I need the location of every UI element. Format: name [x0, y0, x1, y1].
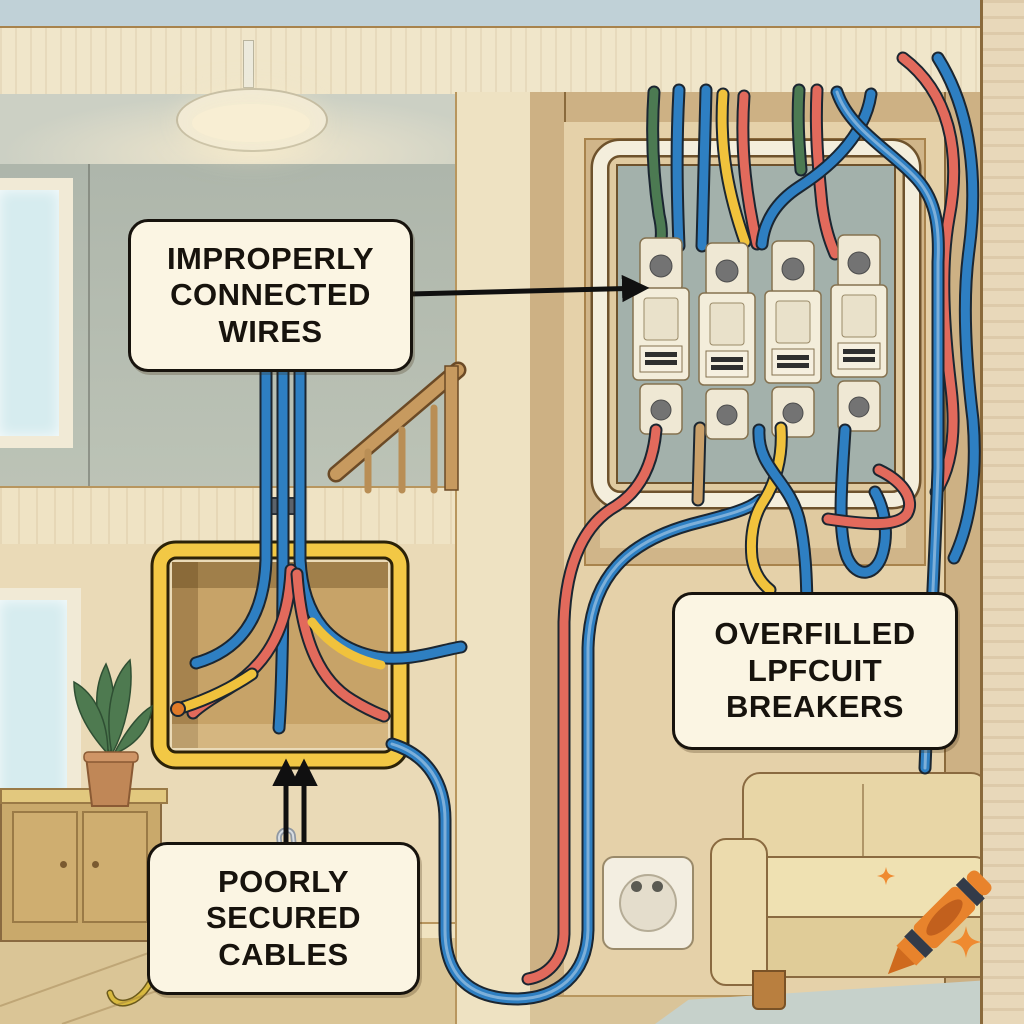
sideboard-door	[82, 811, 148, 923]
callout-line: CABLES	[218, 936, 349, 972]
couch-cushion-seam	[862, 784, 864, 876]
callout-improperly-connected-wires: IMPROPERLY CONNECTED WIRES	[128, 219, 413, 372]
pendant-light-stem	[243, 40, 254, 88]
callout-line: POORLY	[217, 863, 350, 899]
wall-outlet	[602, 856, 694, 950]
sideboard	[0, 795, 162, 942]
callout-poorly-secured-cables: POORLY SECURED CABLES	[147, 842, 420, 995]
callout-line: OVERFILLED	[714, 616, 916, 652]
outlet-hole-left	[631, 881, 642, 892]
couch-armrest	[710, 838, 768, 986]
ceiling-beam	[0, 26, 980, 96]
callout-overfilled-circuit-breakers: OVERFILLED LPFCUIT BREAKERS	[672, 592, 958, 750]
outlet-hole-right	[652, 881, 663, 892]
callout-line: WIRES	[218, 313, 323, 349]
callout-line: CONNECTED	[170, 277, 371, 313]
callout-line: IMPROPERLY	[166, 240, 375, 276]
pendant-light-glow	[192, 104, 310, 142]
couch-base	[736, 916, 989, 978]
floor-divider-band	[0, 486, 530, 546]
room-divider-pillar	[455, 92, 534, 1024]
sideboard-door	[12, 811, 78, 923]
sideboard-top	[0, 788, 168, 804]
callout-line: LPFCUIT	[747, 652, 883, 688]
niche-inner-face	[600, 152, 906, 548]
outlet-socket-ring	[619, 874, 677, 932]
doorframe-top-band	[530, 92, 980, 124]
callout-line: BREAKERS	[726, 689, 904, 725]
couch-leg	[752, 970, 786, 1010]
upper-window	[0, 178, 73, 448]
ceiling-sky-strip	[0, 0, 980, 26]
callout-line: SECURED	[205, 900, 362, 936]
doorframe-left-band	[530, 92, 566, 1024]
right-wall-edge-strip	[980, 0, 1024, 1024]
wall-corner-line	[88, 164, 90, 488]
